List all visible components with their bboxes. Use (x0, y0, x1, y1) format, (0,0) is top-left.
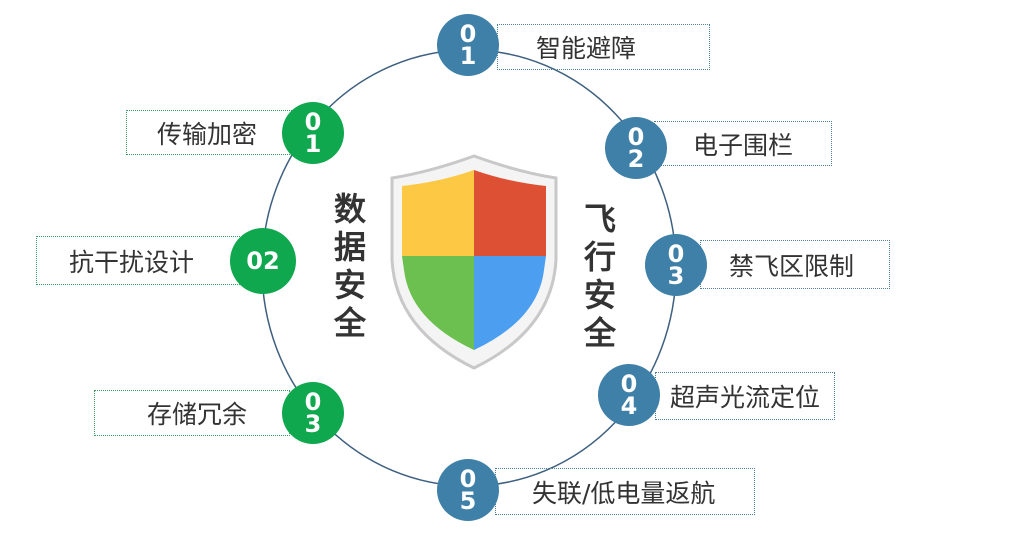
shield-icon (390, 154, 558, 370)
data-item-2-label: 抗干扰设计 (36, 236, 240, 285)
label-text: 禁飞区限制 (729, 251, 855, 281)
label-text: 电子围栏 (693, 130, 794, 160)
flight-security-title: 飞行安全 (583, 200, 616, 352)
flight-item-4-label: 超声光流定位 (655, 372, 835, 420)
label-text: 抗干扰设计 (69, 247, 195, 277)
label-text: 失联/低电量返航 (532, 478, 716, 508)
label-text: 存储冗余 (147, 400, 248, 429)
label-text: 超声光流定位 (670, 383, 821, 412)
data-item-3-label: 存储冗余 (94, 390, 290, 436)
data-item-1-label: 传输加密 (126, 110, 300, 155)
flight-item-1-label: 智能避障 (497, 24, 710, 70)
flight-item-2-label: 电子围栏 (654, 121, 832, 166)
data-badge-2: 02 (230, 228, 296, 294)
label-text: 传输加密 (157, 119, 258, 149)
flight-item-5-label: 失联/低电量返航 (495, 468, 755, 515)
label-text: 智能避障 (536, 34, 637, 63)
data-security-title: 数据安全 (333, 190, 366, 342)
flight-item-3-label: 禁飞区限制 (700, 240, 890, 289)
